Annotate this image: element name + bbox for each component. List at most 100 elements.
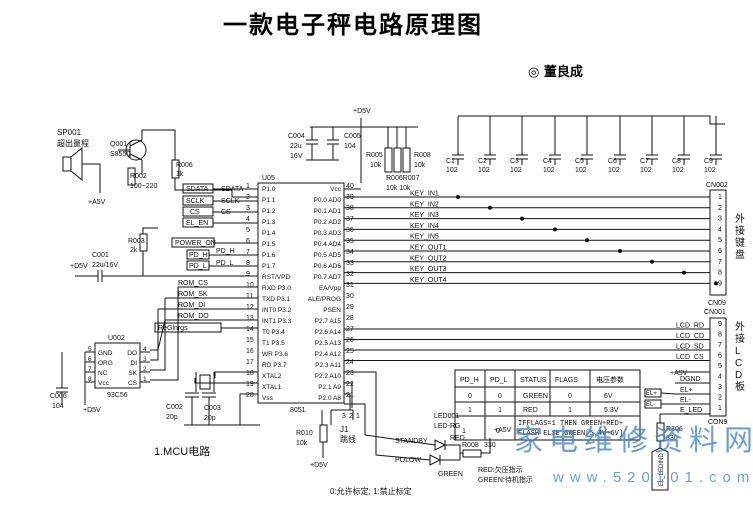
eeprom-pin-num: 3 — [143, 356, 147, 363]
r006-val: 1k — [176, 171, 184, 178]
c003-val: 20p — [204, 415, 216, 422]
table-cell: 6V — [604, 393, 613, 400]
lcd-pwr-eled: E_LED — [680, 407, 702, 414]
c006-ref: C006 — [50, 393, 67, 400]
mcu-pin-name: PSEN — [323, 307, 341, 314]
junction-dot — [456, 195, 460, 199]
bank-cap-ref: C4 — [543, 158, 552, 165]
bank-cap-ref: C8 — [672, 158, 681, 165]
mcu-pin-name: P1.4 — [262, 230, 276, 237]
led001-part: LED-RG — [434, 423, 460, 430]
mcu-pin-num: 29 — [346, 304, 354, 311]
key-line-label: KEY_OUT1 — [410, 245, 447, 252]
net-cs: CS — [190, 209, 200, 216]
keypad-pin-num: 9 — [718, 280, 722, 287]
mcu-pin-name: P0.0 AD0 — [314, 197, 342, 204]
keypad-pin-num: 1 — [718, 194, 722, 201]
c006-val: 104 — [52, 403, 64, 410]
bank-cap-val: 102 — [543, 167, 555, 174]
mcu-pin-num: 32 — [346, 271, 354, 278]
eeprom-pin-name: SK — [128, 370, 137, 377]
mcu-pin-num: 1 — [246, 183, 250, 190]
c003-ref: C003 — [204, 405, 221, 412]
keypad-pin-num: 5 — [718, 237, 722, 244]
c002-val: 20p — [166, 414, 178, 421]
bank-cap-val: 102 — [704, 167, 716, 174]
lcd-label-char: D — [735, 370, 742, 381]
d5v-label-3: +D5V — [310, 462, 328, 469]
c001-ref: C001 — [92, 252, 109, 259]
key-line-label: KEY_IN5 — [410, 234, 439, 241]
mcu-pin-num: 17 — [246, 359, 254, 366]
table-note1: IFFLAGS=1 THEN GREEN+RED+ — [518, 420, 623, 428]
r010-ref: R010 — [296, 430, 313, 437]
j1-ref: J1 — [340, 425, 349, 434]
keypad-pin-num: 2 — [718, 205, 722, 212]
bank-cap — [678, 116, 690, 165]
r006r007-val: 10k 10k — [386, 185, 411, 192]
table-cell: 1 — [568, 407, 572, 414]
u002-part: 93C56 — [107, 392, 128, 399]
key-line-label: KEY_IN3 — [410, 212, 439, 219]
mcu-pin-num: 28 — [346, 315, 354, 322]
bank-cap-val: 102 — [510, 167, 522, 174]
mcu-pin-num: 19 — [246, 381, 254, 388]
mcu-pin-name: XTAL1 — [262, 384, 282, 391]
j1-pin-1: 1 — [356, 413, 360, 420]
r005-ref: R005 — [366, 152, 383, 159]
mcu-pin-name: RXD P3.0 — [262, 285, 291, 292]
bank-cap-ref: C9 — [704, 158, 713, 165]
bank-cap — [614, 116, 626, 165]
junction-dot — [714, 281, 718, 286]
eeprom-pin-name: NC — [98, 370, 108, 377]
mcu-pin-name: T0 P3.4 — [262, 329, 285, 336]
table-cell: 0 — [468, 393, 472, 400]
net-el-en: EL_EN — [186, 220, 208, 227]
lcd-pin-num: 1 — [718, 405, 722, 412]
keypad-label-char: 接 — [735, 224, 745, 237]
table-last-c1: 1 — [462, 428, 466, 435]
mcu-pin-num: 31 — [346, 282, 354, 289]
mcu-pin-num: 10 — [246, 282, 254, 289]
mcu-pin-name: P1.0 — [262, 186, 276, 193]
legend-red: RED:欠压指示 — [478, 465, 523, 474]
a5v-label-2: +A5V — [494, 427, 512, 434]
r008b-val: 330 — [484, 442, 496, 449]
eeprom-pin-num: 1 — [143, 376, 147, 383]
keypad-label: 外接键盘 — [735, 213, 745, 261]
lcd-pin-num: 9 — [718, 321, 722, 328]
keypad-label-char: 键 — [735, 236, 745, 249]
legend-green: GREEN:待机指示 — [478, 475, 533, 484]
key-lines: KEY_IN1KEY_IN2KEY_IN3KEY_IN4KEY_IN5KEY_O… — [344, 191, 718, 286]
eeprom-pin-num: 7 — [88, 366, 92, 373]
mcu-pin-num: 2 — [246, 194, 250, 201]
mcu-pin-name: P2.4 A12 — [315, 351, 342, 358]
u05-ref: U05 — [262, 175, 275, 182]
mcu-pin-name: P1.5 — [262, 241, 276, 248]
junction-dot — [585, 238, 589, 243]
bank-cap — [484, 116, 496, 165]
net-pd-h: PD_H — [189, 252, 208, 259]
el-lamp-label: EL_LEDIND — [659, 453, 665, 486]
jumper-footnote: 0:允许标定; 1:禁止标定 — [330, 486, 412, 496]
diagram-title: 一款电子秤电路原理图 — [223, 11, 483, 39]
bank-cap-ref: C5 — [575, 158, 584, 165]
mcu-pin-name: P2.1 A9 — [318, 384, 341, 391]
mcu-pin-name: P2.6 A14 — [315, 329, 342, 336]
mcu-pin-num: 22 — [346, 381, 354, 388]
bank-cap — [516, 116, 528, 165]
table-cell: 0 — [568, 393, 572, 400]
bank-cap-ref: C3 — [510, 158, 519, 165]
lcd-pwr-a5v: +A5V — [670, 370, 688, 377]
lcd-pin-num: 3 — [718, 384, 722, 391]
junction-dot — [553, 227, 557, 232]
j1-pin-3: 3 — [342, 413, 346, 420]
mcu-pin-num: 3 — [246, 205, 250, 212]
mcu-pin-num: 35 — [346, 238, 354, 245]
